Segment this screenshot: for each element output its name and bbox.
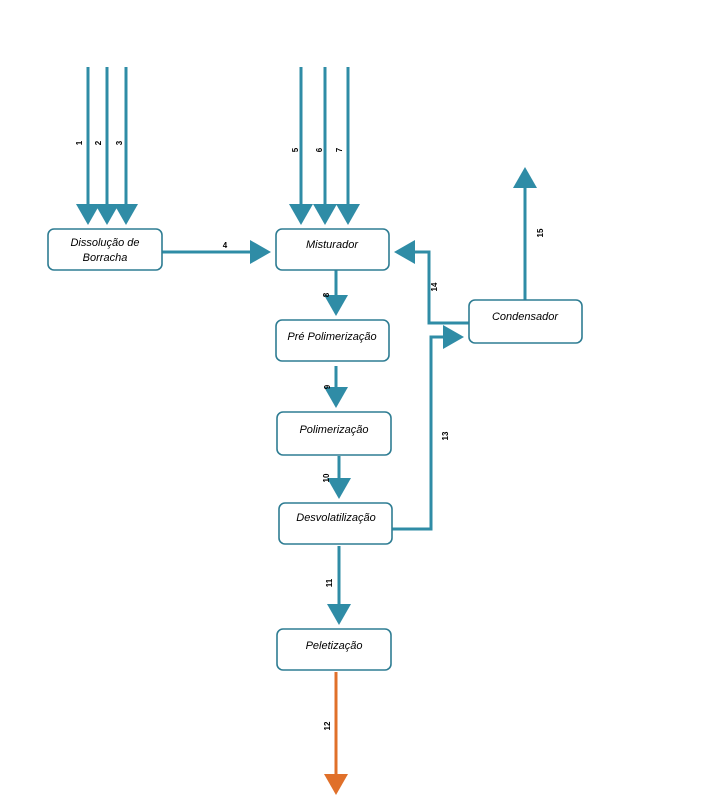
stream-label-11: 11 bbox=[325, 578, 334, 587]
box-misturador: Misturador bbox=[275, 228, 390, 271]
stream-14-line bbox=[394, 240, 469, 325]
box-desvolatilizacao: Desvolatilização bbox=[278, 502, 393, 545]
stream-label-3: 3 bbox=[115, 140, 124, 145]
stream-label-4: 4 bbox=[223, 241, 228, 250]
stream-label-14: 14 bbox=[430, 282, 439, 291]
stream-13-line bbox=[392, 325, 464, 531]
stream-label-6: 6 bbox=[315, 147, 324, 152]
box-peletizacao-label: Peletização bbox=[306, 640, 363, 652]
box-dissolucao-label-line2: Borracha bbox=[83, 252, 128, 264]
box-misturador-label: Misturador bbox=[306, 239, 359, 251]
stream-label-8: 8 bbox=[322, 292, 331, 297]
stream-label-13: 13 bbox=[441, 431, 450, 440]
stream-label-9: 9 bbox=[323, 384, 332, 389]
stream-label-15: 15 bbox=[536, 228, 545, 237]
box-pre-polimerizacao: Pré Polimerização bbox=[275, 319, 390, 362]
stream-label-5: 5 bbox=[291, 147, 300, 152]
box-dissolucao-label-line1: Dissolução de bbox=[70, 237, 139, 249]
box-dissolucao-borracha: Dissolução de Borracha bbox=[47, 228, 163, 271]
box-condensador: Condensador bbox=[468, 299, 583, 344]
stream-label-12: 12 bbox=[323, 721, 332, 730]
stream-label-2: 2 bbox=[94, 140, 103, 145]
box-condensador-label: Condensador bbox=[492, 311, 559, 323]
stream-label-7: 7 bbox=[335, 147, 344, 152]
box-desvolatilizacao-label: Desvolatilização bbox=[296, 512, 375, 524]
stream-label-1: 1 bbox=[75, 140, 84, 145]
box-pre-polimerizacao-label: Pré Polimerização bbox=[287, 331, 376, 343]
box-peletizacao: Peletização bbox=[276, 628, 392, 671]
box-polimerizacao-label: Polimerização bbox=[299, 424, 368, 436]
box-polimerizacao: Polimerização bbox=[276, 411, 392, 456]
stream-label-10: 10 bbox=[322, 473, 331, 482]
